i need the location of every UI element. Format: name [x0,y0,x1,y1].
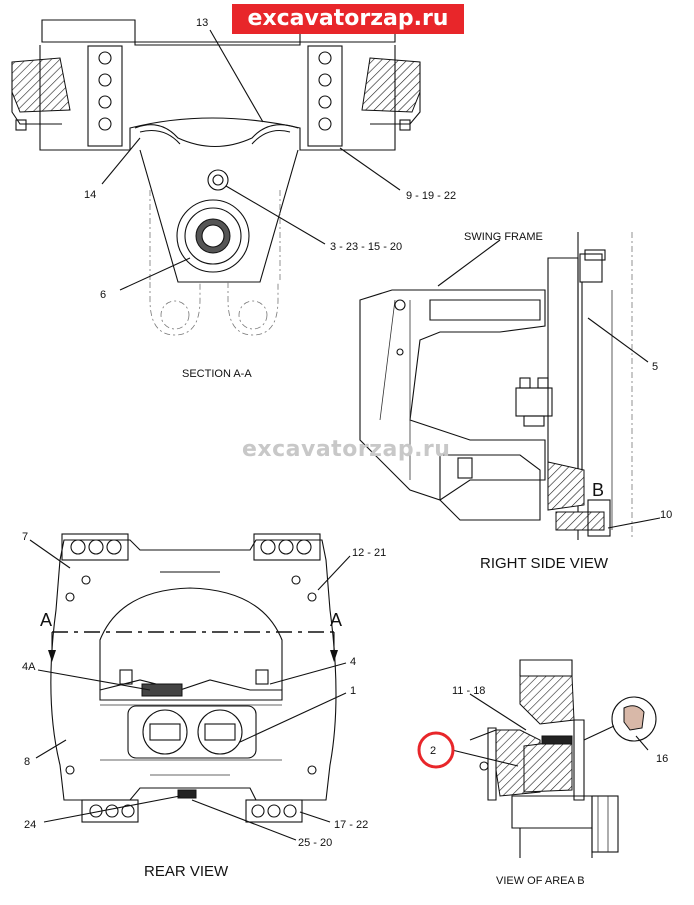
highlight-ring [417,731,455,769]
callout-14: 14 [84,189,96,201]
callout-a-right: A [330,610,342,630]
caption-view-of-area-b: VIEW OF AREA B [496,875,585,887]
callout-5: 5 [652,361,658,373]
callout-12-21: 12 - 21 [352,547,386,559]
callout-11-18: 11 - 18 [452,685,485,697]
callout-13: 13 [196,17,208,29]
view-of-area-b: 11 - 18 2 16 VIEW OF AREA B [417,659,668,887]
callout-9-19-22: 9 - 19 - 22 [406,190,456,202]
callout-24: 24 [24,819,36,831]
caption-rear-view: REAR VIEW [144,863,229,880]
label-swing-frame: SWING FRAME [464,231,543,243]
site-banner: excavatorzap.ru [232,4,464,34]
callout-17-22: 17 - 22 [334,819,368,831]
callout-a-left: A [40,610,52,630]
callout-1: 1 [350,685,356,697]
callout-7: 7 [22,531,28,543]
callout-25-20: 25 - 20 [298,837,332,849]
callout-10: 10 [660,509,672,521]
callout-3-23-15-20: 3 - 23 - 15 - 20 [330,241,402,253]
caption-right-side-view: RIGHT SIDE VIEW [480,555,609,572]
rear-view: 7 12 - 21 A A 4A 4 1 8 24 17 - 22 25 - 2… [22,531,386,880]
right-side-view: SWING FRAME 5 B 10 RIGHT SIDE VIEW [359,231,672,572]
callout-2: 2 [430,745,436,757]
watermark: excavatorzap.ru [242,437,451,462]
callout-4a: 4A [22,661,36,673]
callout-8: 8 [24,756,30,768]
callout-b: B [592,480,604,500]
caption-section-aa: SECTION A-A [182,368,252,380]
callout-4: 4 [350,656,356,668]
callout-16: 16 [656,753,668,765]
section-aa-view: 13 14 9 - 19 - 22 3 - 23 - 15 - 20 6 SEC… [11,17,456,380]
callout-6: 6 [100,289,106,301]
